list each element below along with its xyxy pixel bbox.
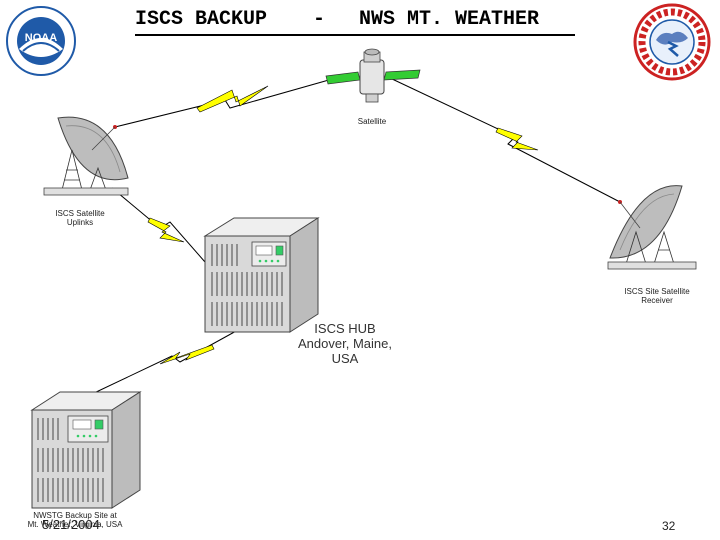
nws-logo	[633, 3, 711, 81]
slide-date: 5/21/2004	[42, 517, 100, 532]
link-satellite-to-receiver	[389, 77, 621, 203]
title-right: NWS MT. WEATHER	[359, 8, 540, 31]
backup-site-label: NWSTG Backup Site at Mt. Weather, Virgin…	[27, 511, 123, 529]
slide-title: ISCS BACKUP - NWS MT. WEATHER	[135, 8, 575, 36]
lightning-bolt-icon	[147, 217, 185, 243]
link-uplink-to-satellite	[114, 73, 351, 128]
receiver-dish-label: ISCS Site Satellite Receiver	[624, 287, 690, 305]
page-number: 32	[662, 519, 676, 533]
lightning-bolt-icon	[159, 344, 215, 365]
lightning-bolt-icon	[495, 127, 539, 151]
title-left: ISCS BACKUP	[135, 8, 268, 31]
uplink-dish-label: ISCS Satellite Uplinks	[55, 209, 105, 227]
lightning-bolt-icon	[196, 85, 269, 113]
satellite-label: Satellite	[357, 117, 387, 126]
hub-label: ISCS HUB Andover, Maine, USA	[298, 321, 392, 366]
noaa-logo: NOAA	[6, 6, 76, 76]
title-separator: -	[313, 8, 326, 31]
noaa-logo-text: NOAA	[25, 32, 57, 44]
